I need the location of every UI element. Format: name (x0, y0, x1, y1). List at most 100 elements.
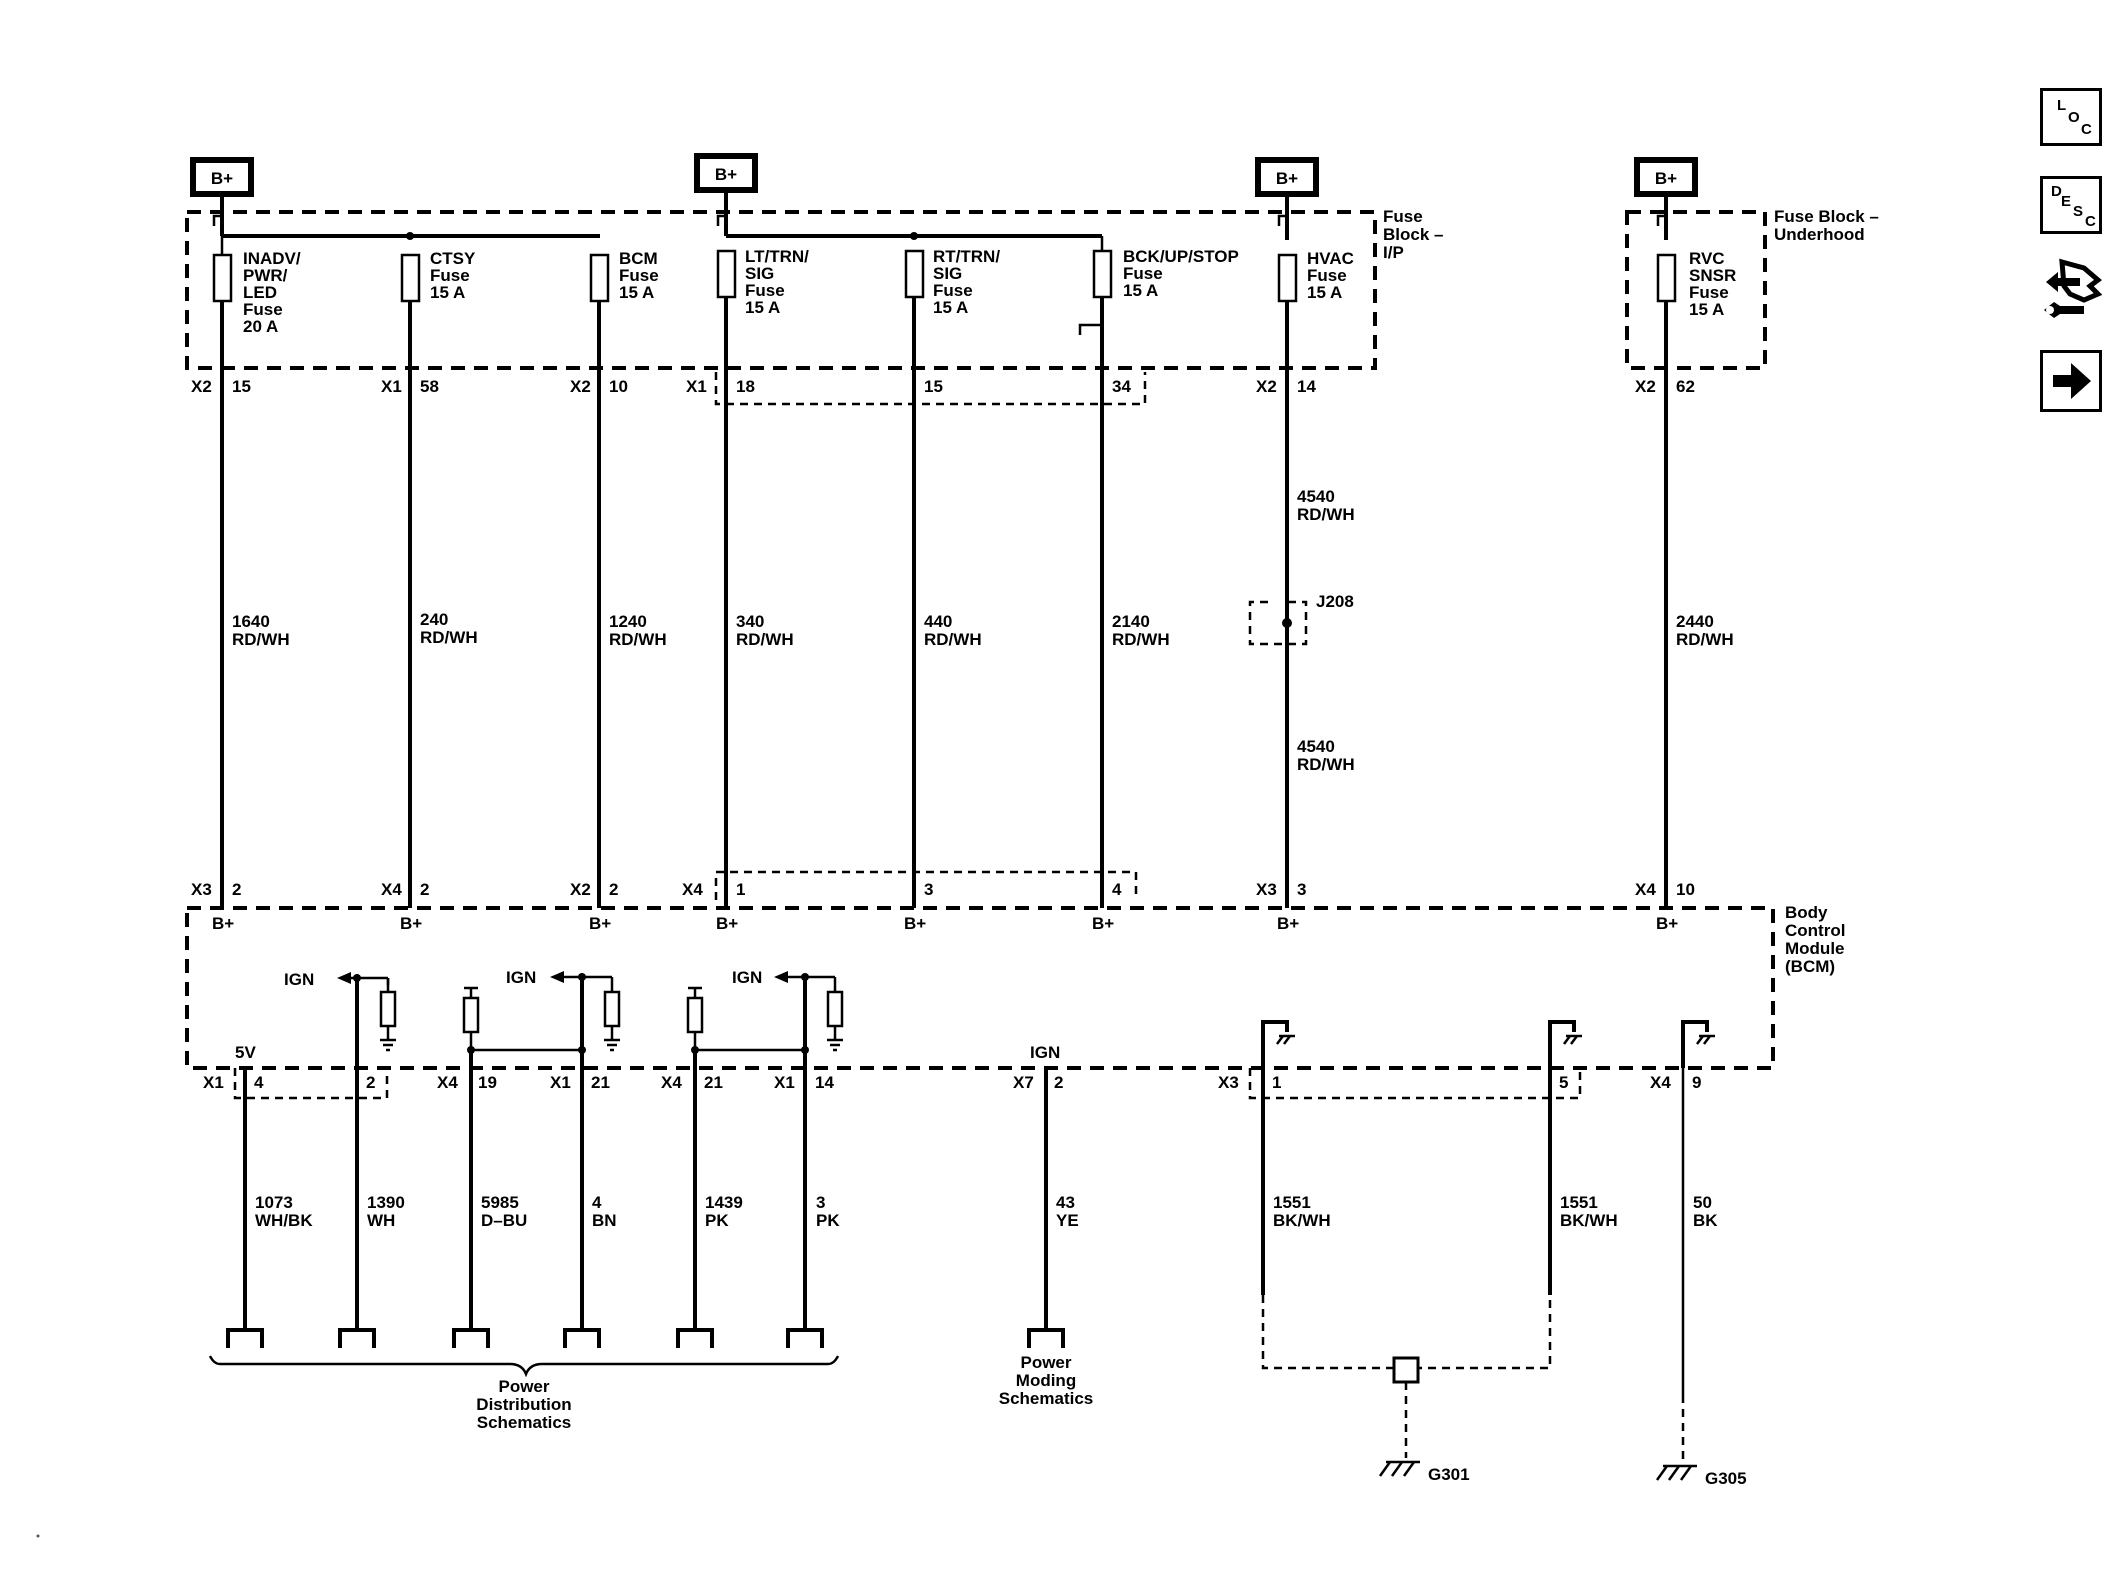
svg-text:62: 62 (1676, 377, 1695, 396)
power-source-1: B+ (190, 157, 254, 197)
svg-text:RVC: RVC (1689, 249, 1725, 268)
svg-text:19: 19 (478, 1073, 497, 1092)
desc-button[interactable]: D E S C (2040, 176, 2102, 234)
svg-text:1551: 1551 (1273, 1193, 1311, 1212)
svg-text:HVAC: HVAC (1307, 249, 1354, 268)
svg-text:15 A: 15 A (745, 298, 780, 317)
svg-text:2: 2 (609, 880, 618, 899)
svg-text:Schematics: Schematics (477, 1413, 572, 1432)
svg-text:RD/WH: RD/WH (924, 630, 982, 649)
svg-text:RD/WH: RD/WH (1297, 755, 1355, 774)
loc-button[interactable]: L O C (2040, 88, 2102, 146)
svg-text:RD/WH: RD/WH (1112, 630, 1170, 649)
fuse-bck-up-stop: BCK/UP/STOP Fuse 15 A (1092, 236, 1239, 300)
svg-text:X4: X4 (1650, 1073, 1671, 1092)
svg-text:1390: 1390 (367, 1193, 405, 1212)
svg-text:Power: Power (498, 1377, 549, 1396)
arrow-right-icon (2053, 363, 2091, 399)
svg-text:1551: 1551 (1560, 1193, 1598, 1212)
svg-text:340: 340 (736, 612, 764, 631)
svg-text:IGN: IGN (506, 968, 536, 987)
svg-text:3: 3 (924, 880, 933, 899)
svg-text:Fuse: Fuse (1123, 264, 1163, 283)
svg-text:WH/BK: WH/BK (255, 1211, 313, 1230)
svg-text:2140: 2140 (1112, 612, 1150, 631)
svg-text:B+: B+ (715, 165, 737, 184)
svg-text:3: 3 (816, 1193, 825, 1212)
svg-text:BK: BK (1693, 1211, 1718, 1230)
svg-text:15 A: 15 A (933, 298, 968, 317)
svg-text:BN: BN (592, 1211, 617, 1230)
svg-text:2: 2 (420, 880, 429, 899)
svg-text:5V: 5V (235, 1043, 256, 1062)
svg-text:2: 2 (232, 880, 241, 899)
svg-text:Fuse: Fuse (933, 281, 973, 300)
power-moding-reference: Power Moding Schematics (999, 1353, 1094, 1408)
svg-text:PK: PK (816, 1211, 840, 1230)
svg-text:SNSR: SNSR (1689, 266, 1736, 285)
svg-text:Fuse: Fuse (243, 300, 283, 319)
svg-text:Distribution: Distribution (476, 1395, 571, 1414)
desc-letter-d: D (2051, 183, 2062, 200)
svg-text:B+: B+ (212, 914, 234, 933)
svg-text:X3: X3 (1218, 1073, 1239, 1092)
svg-text:14: 14 (1297, 377, 1316, 396)
svg-text:B+: B+ (400, 914, 422, 933)
svg-text:IGN: IGN (1030, 1043, 1060, 1062)
fuse-bcm: BCM Fuse 15 A (589, 249, 659, 303)
svg-text:B+: B+ (1656, 914, 1678, 933)
svg-text:INADV/: INADV/ (243, 249, 301, 268)
svg-text:Power: Power (1020, 1353, 1071, 1372)
svg-text:X1: X1 (381, 377, 402, 396)
svg-text:RD/WH: RD/WH (736, 630, 794, 649)
svg-text:YE: YE (1056, 1211, 1079, 1230)
svg-text:X2: X2 (570, 377, 591, 396)
svg-text:RD/WH: RD/WH (609, 630, 667, 649)
svg-text:X4: X4 (682, 880, 703, 899)
svg-text:B+: B+ (716, 914, 738, 933)
bcm-label: Body Control Module (BCM) (1785, 903, 1845, 976)
svg-text:CTSY: CTSY (430, 249, 476, 268)
svg-text:B+: B+ (1655, 169, 1677, 188)
svg-text:X3: X3 (191, 880, 212, 899)
next-button[interactable] (2040, 350, 2102, 412)
svg-text:X1: X1 (550, 1073, 571, 1092)
svg-text:BCM: BCM (619, 249, 658, 268)
svg-text:X1: X1 (774, 1073, 795, 1092)
bcm-internal-ign-4: IGN (1030, 1043, 1060, 1330)
svg-text:BCK/UP/STOP: BCK/UP/STOP (1123, 247, 1239, 266)
svg-text:Fuse: Fuse (1307, 266, 1347, 285)
svg-text:RD/WH: RD/WH (232, 630, 290, 649)
svg-text:10: 10 (609, 377, 628, 396)
svg-text:Control: Control (1785, 921, 1845, 940)
power-source-4: B+ (1634, 157, 1698, 197)
svg-text:Module: Module (1785, 939, 1845, 958)
svg-text:3: 3 (1297, 880, 1306, 899)
fuse-block-ip-outline (185, 210, 1377, 370)
svg-text:(BCM): (BCM) (1785, 957, 1835, 976)
svg-text:15 A: 15 A (430, 283, 465, 302)
fuse-block-underhood-label: Fuse Block – Underhood (1774, 207, 1879, 244)
svg-text:15: 15 (232, 377, 251, 396)
svg-text:PWR/: PWR/ (243, 266, 288, 285)
svg-text:50: 50 (1693, 1193, 1712, 1212)
svg-text:BK/WH: BK/WH (1560, 1211, 1618, 1230)
fuse-ctsy: CTSY Fuse 15 A (400, 249, 476, 303)
svg-text:X3: X3 (1256, 880, 1277, 899)
svg-text:X4: X4 (1635, 880, 1656, 899)
svg-text:15 A: 15 A (1689, 300, 1724, 319)
svg-text:RD/WH: RD/WH (420, 628, 478, 647)
desc-letter-e: E (2061, 193, 2072, 210)
svg-text:RD/WH: RD/WH (1676, 630, 1734, 649)
svg-text:I/P: I/P (1383, 243, 1404, 262)
connector-view-button[interactable] (2040, 258, 2103, 328)
svg-text:1640: 1640 (232, 612, 270, 631)
svg-text:4540: 4540 (1297, 737, 1335, 756)
svg-text:1073: 1073 (255, 1193, 293, 1212)
svg-text:4540: 4540 (1297, 487, 1335, 506)
desc-letter-c: C (2085, 213, 2096, 230)
